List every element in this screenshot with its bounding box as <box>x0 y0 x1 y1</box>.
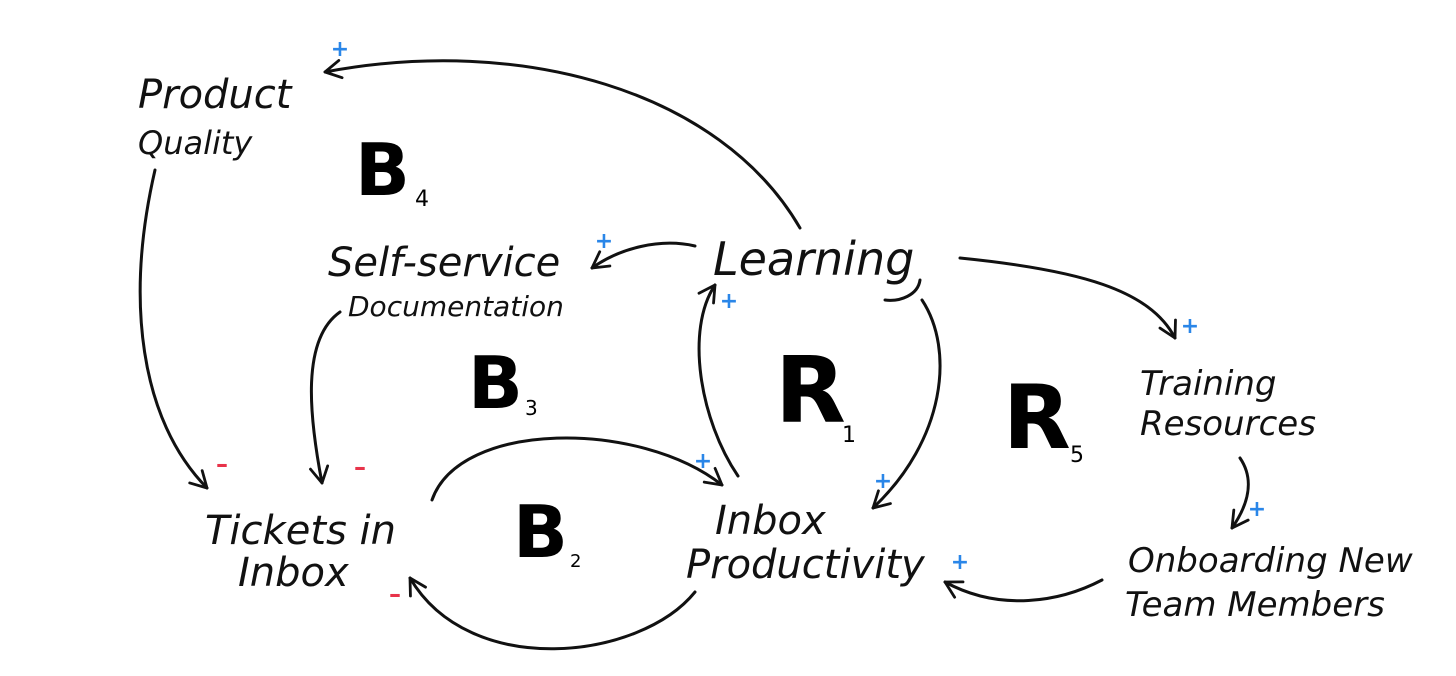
node-learning: Learning <box>713 232 914 286</box>
loop-subscript: 3 <box>525 396 538 420</box>
polarity-training-onboarding: + <box>1248 497 1266 522</box>
node-label-line: Learning <box>713 232 914 286</box>
loop-letter: B <box>468 341 523 425</box>
edge-tickets-to-inbox-productivity <box>430 436 724 502</box>
node-self-service-documentation: Self-service Documentation <box>328 240 564 323</box>
edge-product-quality-to-tickets <box>138 168 209 490</box>
edge-inbox-productivity-to-learning <box>697 283 740 478</box>
node-label-line: Self-service <box>328 240 560 286</box>
edge-learning-to-inbox-productivity <box>873 278 942 508</box>
polarity-inbox-productivity-learning: + <box>720 289 738 314</box>
edge-inbox-productivity-to-tickets <box>408 576 697 651</box>
loop-letter: R <box>1003 366 1071 469</box>
polarity-onboarding-inbox-productivity: + <box>951 550 969 575</box>
loop-subscript: 2 <box>570 551 581 572</box>
loop-label-r1: R 1 <box>775 337 856 448</box>
loop-label-b4: B 4 <box>355 128 429 212</box>
edge-onboarding-to-inbox-productivity <box>943 578 1104 603</box>
edge-self-service-to-tickets <box>309 310 342 485</box>
polarity-learning-training: + <box>1181 314 1199 339</box>
node-label-line: Productivity <box>686 542 926 588</box>
loop-label-b3: B 3 <box>468 341 538 425</box>
node-label-line: Documentation <box>348 290 564 323</box>
loop-subscript: 4 <box>415 187 429 212</box>
node-label-line: Inbox <box>715 498 826 544</box>
edge-learning-to-product-quality <box>323 59 802 230</box>
polarity-inbox-productivity-tickets: – <box>389 580 401 608</box>
loop-subscript: 1 <box>842 423 856 448</box>
node-label-line: Inbox <box>238 550 349 596</box>
loop-letter: B <box>513 490 568 574</box>
node-training-resources: Training Resources <box>1140 364 1316 444</box>
polarity-learning-product-quality: + <box>331 37 349 62</box>
node-onboarding-new-team-members: Onboarding New Team Members <box>1125 541 1413 625</box>
node-inbox-productivity: Inbox Productivity <box>686 498 926 588</box>
node-label-line: Resources <box>1140 404 1316 444</box>
polarity-tickets-inbox-productivity: + <box>694 449 712 474</box>
node-tickets-in-inbox: Tickets in Inbox <box>205 508 396 596</box>
polarity-learning-self-service: + <box>595 229 613 254</box>
loop-letter: R <box>775 337 846 444</box>
loop-label-b2: B 2 <box>513 490 581 574</box>
node-label-line: Training <box>1140 364 1277 404</box>
edge-training-to-onboarding <box>1230 456 1250 530</box>
node-label-line: Tickets in <box>205 508 396 554</box>
node-label-line: Product <box>138 72 293 118</box>
edge-learning-to-training <box>958 256 1177 340</box>
node-label-line: Quality <box>138 124 253 162</box>
node-label-line: Team Members <box>1125 585 1385 625</box>
polarity-learning-inbox-productivity: + <box>874 469 892 494</box>
polarity-product-quality-tickets: – <box>216 450 228 478</box>
polarity-self-service-tickets: – <box>354 453 366 481</box>
loop-letter: B <box>355 128 410 212</box>
edge-learning-to-self-service <box>590 241 697 270</box>
node-label-line: Onboarding New <box>1128 541 1413 581</box>
loop-label-r5: R 5 <box>1003 366 1084 469</box>
loop-subscript: 5 <box>1070 443 1084 468</box>
node-product-quality: Product Quality <box>138 72 293 162</box>
